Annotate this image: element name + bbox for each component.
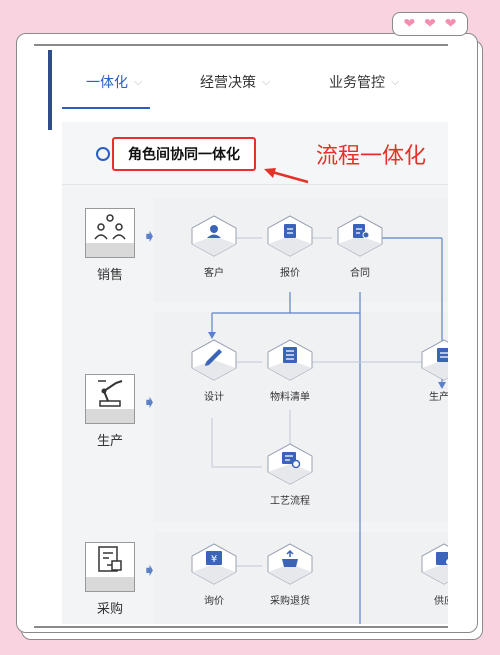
heart-icon: ❤ — [424, 16, 436, 32]
chevron-down-icon: ⌵ — [262, 75, 271, 88]
node-process-flow[interactable]: 工艺流程 — [260, 442, 320, 507]
arrow-right-icon: ➧ — [142, 392, 158, 413]
node-label: 询价 — [204, 596, 224, 607]
chevron-down-icon: ⌵ — [391, 75, 400, 88]
node-label: 生产计 — [429, 392, 448, 403]
annotation-label: 流程一体化 — [316, 144, 427, 169]
frame-divider — [34, 626, 448, 628]
node-label: 采购退货 — [270, 596, 310, 607]
arrow-right-icon: ➧ — [142, 560, 158, 581]
quote-document-icon — [267, 215, 313, 257]
annotation-arrow-icon — [264, 168, 309, 184]
node-label: 客户 — [204, 268, 224, 279]
customer-icon — [191, 215, 237, 257]
heart-icon: ❤ — [403, 16, 416, 32]
tab-business-control[interactable]: 业务管控 ⌵ — [329, 72, 399, 92]
app-screen: 一体化 ⌵ 经营决策 ⌵ 业务管控 ⌵ 角色间协同一体化 流程一体化 — [48, 50, 448, 624]
node-contract[interactable]: 合同 — [330, 214, 390, 279]
role-label: 生产 — [96, 434, 123, 449]
role-production[interactable]: 生产 — [84, 374, 136, 449]
tab-label: 一体化 — [86, 75, 128, 91]
people-network-icon — [85, 208, 135, 258]
left-accent-bar — [48, 50, 52, 130]
production-plan-icon — [421, 339, 448, 381]
role-purchase[interactable]: 采购 — [84, 542, 136, 617]
supplier-icon — [421, 543, 448, 585]
role-label: 销售 — [96, 268, 123, 283]
panel-title-text: 角色间协同一体化 — [128, 147, 240, 163]
node-label: 报价 — [280, 268, 300, 279]
tab-integration[interactable]: 一体化 ⌵ — [86, 72, 142, 92]
node-supplier[interactable]: 供应 — [414, 542, 448, 607]
node-bom[interactable]: 物料清单 — [260, 338, 320, 403]
tab-label: 业务管控 — [329, 75, 385, 91]
contract-icon — [337, 215, 383, 257]
node-label: 合同 — [350, 268, 370, 279]
role-label: 采购 — [96, 602, 123, 617]
heart-icon: ❤ — [444, 16, 457, 32]
node-design[interactable]: 设计 — [184, 338, 244, 403]
node-quote[interactable]: 报价 — [260, 214, 320, 279]
node-label: 供应 — [434, 596, 448, 607]
process-flow-icon — [267, 443, 313, 485]
process-canvas: 角色间协同一体化 流程一体化 — [62, 122, 448, 624]
active-tab-underline — [62, 107, 150, 109]
frame-divider — [34, 44, 448, 46]
tab-business-decision[interactable]: 经营决策 ⌵ — [200, 72, 270, 92]
arrow-right-icon: ➧ — [142, 226, 158, 247]
node-label: 工艺流程 — [270, 496, 310, 507]
panel-header: 角色间协同一体化 流程一体化 — [62, 122, 448, 185]
chevron-down-icon: ⌵ — [134, 75, 143, 88]
tab-label: 经营决策 — [200, 75, 256, 91]
gear-icon — [96, 147, 110, 161]
role-sales[interactable]: 销售 — [84, 208, 136, 283]
svg-text:¥: ¥ — [211, 554, 217, 565]
basket-return-icon — [267, 543, 313, 585]
node-label: 设计 — [204, 392, 224, 403]
node-label: 物料清单 — [270, 392, 310, 403]
node-purchase-return[interactable]: 采购退货 — [260, 542, 320, 607]
hearts-tab: ❤ ❤ ❤ — [392, 12, 468, 36]
top-nav: 一体化 ⌵ 经营决策 ⌵ 业务管控 ⌵ — [48, 50, 448, 118]
document-transfer-icon — [85, 542, 135, 592]
list-icon — [267, 339, 313, 381]
node-production-plan[interactable]: 生产计 — [414, 338, 448, 403]
pencil-icon — [191, 339, 237, 381]
yen-icon: ¥ — [191, 543, 237, 585]
node-inquiry[interactable]: ¥ 询价 — [184, 542, 244, 607]
robot-arm-icon — [85, 374, 135, 424]
node-customer[interactable]: 客户 — [184, 214, 244, 279]
panel-title: 角色间协同一体化 — [112, 137, 256, 171]
